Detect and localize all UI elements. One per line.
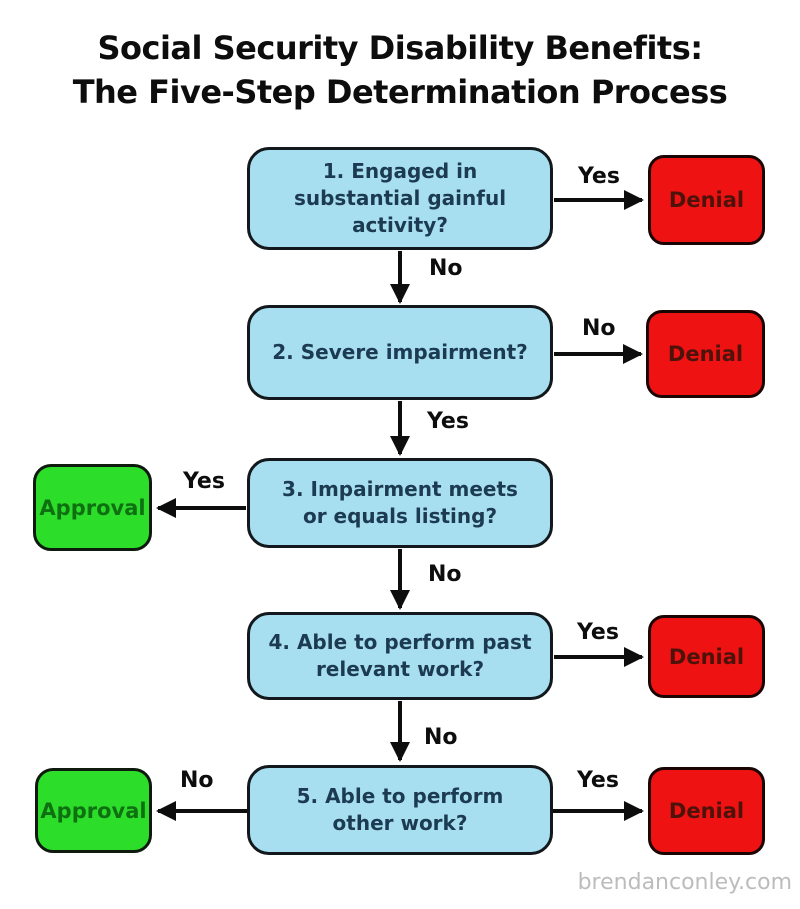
denial-4-label: Denial xyxy=(668,799,745,823)
step-4-label: 4. Able to perform past relevant work? xyxy=(268,630,532,681)
denial-box-3: Denial xyxy=(648,615,765,698)
step-3-label: 3. Impairment meets or equals listing? xyxy=(282,477,518,528)
edge-label-step1-step2: No xyxy=(429,256,463,281)
denial-box-4: Denial xyxy=(648,767,765,855)
step-3-box: 3. Impairment meets or equals listing? xyxy=(247,458,553,548)
step-2-box: 2. Severe impairment? xyxy=(247,305,553,400)
approval-box-1: Approval xyxy=(33,464,152,551)
denial-3-label: Denial xyxy=(668,644,745,669)
edge-label-step3-step4: No xyxy=(428,562,462,587)
approval-1-label: Approval xyxy=(39,495,146,520)
approval-box-2: Approval xyxy=(35,768,152,853)
denial-box-2: Denial xyxy=(646,310,765,398)
edge-label-step3-approval1: Yes xyxy=(183,469,225,494)
denial-box-1: Denial xyxy=(648,155,765,245)
edge-label-step4-denial3: Yes xyxy=(577,620,619,645)
edge-label-step1-denial1: Yes xyxy=(578,164,620,189)
step-5-label: 5. Able to perform other work? xyxy=(296,784,504,835)
edge-label-step2-step3: Yes xyxy=(427,409,469,434)
page-title: Social Security Disability Benefits: The… xyxy=(0,26,800,114)
edge-label-step2-denial2: No xyxy=(582,316,616,341)
step-1-box: 1. Engaged in substantial gainful activi… xyxy=(247,147,553,250)
denial-1-label: Denial xyxy=(668,188,745,212)
approval-2-label: Approval xyxy=(40,798,147,823)
title-line-1: Social Security Disability Benefits: xyxy=(97,29,703,67)
step-4-box: 4. Able to perform past relevant work? xyxy=(247,612,553,700)
title-line-2: The Five-Step Determination Process xyxy=(72,73,728,111)
watermark: brendanconley.com xyxy=(577,870,792,895)
step-2-label: 2. Severe impairment? xyxy=(272,340,528,364)
edge-label-step5-denial4: Yes xyxy=(577,768,619,793)
step-1-label: 1. Engaged in substantial gainful activi… xyxy=(293,159,507,237)
edge-label-step5-approval2: No xyxy=(180,768,214,793)
step-5-box: 5. Able to perform other work? xyxy=(247,765,553,855)
edge-label-step4-step5: No xyxy=(424,725,458,750)
denial-2-label: Denial xyxy=(667,342,744,366)
